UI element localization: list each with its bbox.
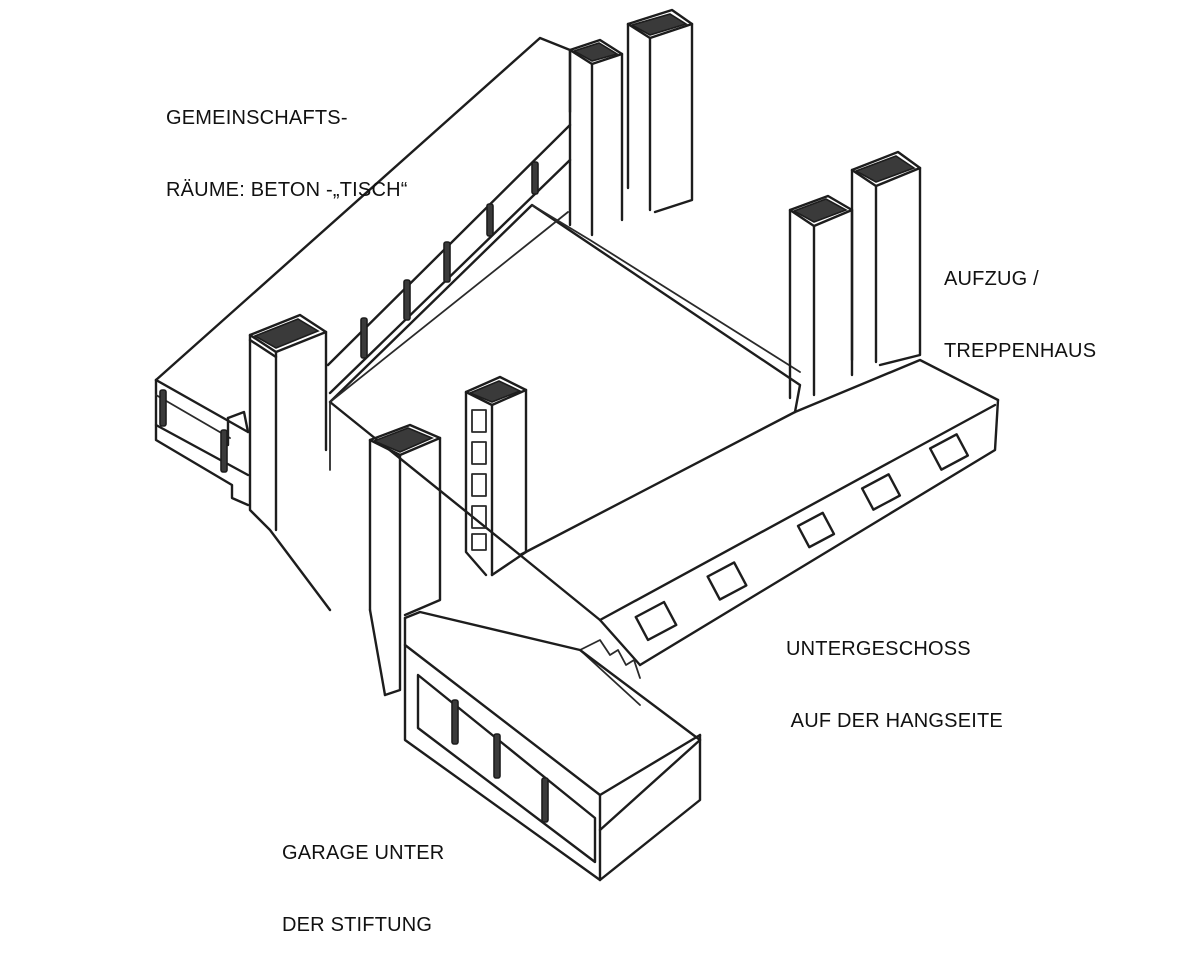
label-community-rooms-line1: GEMEINSCHAFTS- [166,107,348,129]
label-garage-line2: DER STIFTUNG [282,914,433,936]
community-columns [159,161,539,473]
axonometric-building-sketch [154,8,1000,882]
label-elevator-stairwell-line1: AUFZUG / [944,268,1039,290]
garage-wing [403,610,702,882]
top-cores [568,8,694,237]
left-core [248,313,332,612]
courtyard [328,203,802,557]
label-community-rooms: GEMEINSCHAFTS- RÄUME: BETON -„TISCH“ [166,58,408,226]
label-elevator-stairwell: AUFZUG / TREPPENHAUS [944,219,1096,387]
label-garage: GARAGE UNTER DER STIFTUNG [282,793,444,961]
label-lower-floor-line2: AUF DER HANGSEITE [786,710,1003,732]
label-lower-floor: UNTERGESCHOSS AUF DER HANGSEITE [786,589,1003,757]
label-elevator-stairwell-line2: TREPPENHAUS [944,340,1097,362]
elevator-stair-cores [788,150,922,400]
label-garage-line1: GARAGE UNTER [282,842,445,864]
label-lower-floor-line1: UNTERGESCHOSS [786,638,971,660]
label-community-rooms-line2: RÄUME: BETON -„TISCH“ [166,179,408,201]
front-left-core [368,423,442,697]
center-tower [464,375,528,577]
lower-floor-wing [518,358,1000,706]
